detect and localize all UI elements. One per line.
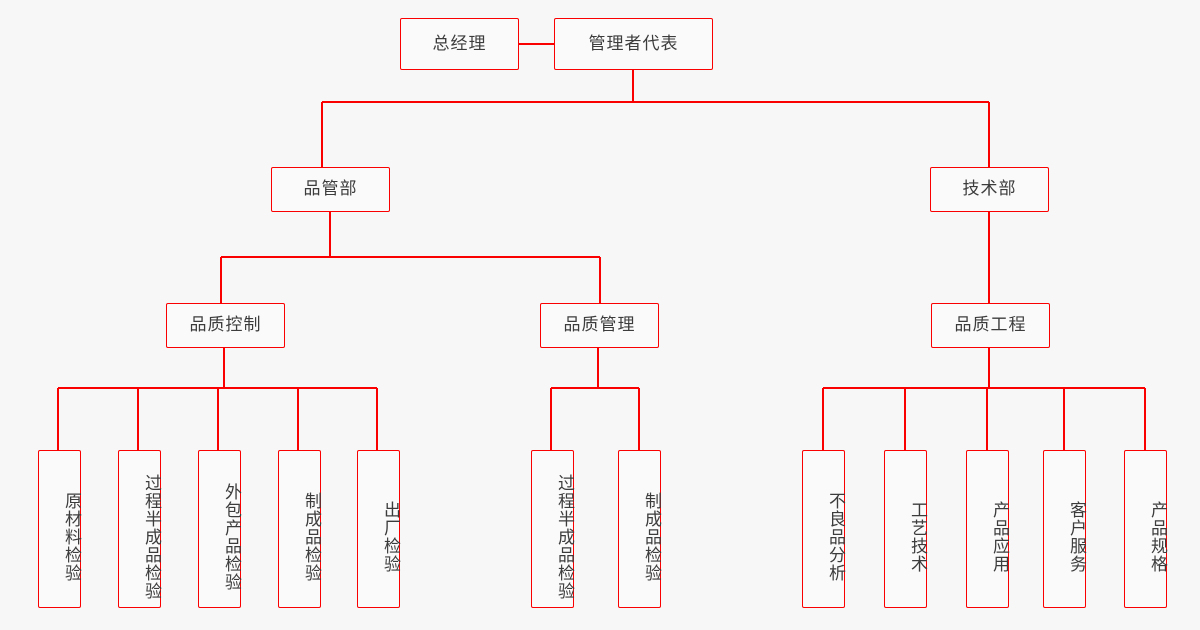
node-quality-control[interactable]: 品质控制 <box>166 303 285 348</box>
leaf-quality-control-0[interactable]: 原材料检验 <box>38 450 81 608</box>
leaf-quality-control-4-label: 出厂检验 <box>380 501 400 573</box>
leaf-quality-management-1-label: 制成品检验 <box>641 492 661 582</box>
node-management-representative[interactable]: 管理者代表 <box>554 18 713 70</box>
leaf-quality-control-2-label: 外包产品检验 <box>221 483 241 591</box>
leaf-quality-control-4[interactable]: 出厂检验 <box>357 450 400 608</box>
node-technical-department[interactable]: 技术部 <box>930 167 1049 212</box>
node-technical-department-label: 技术部 <box>962 179 1017 199</box>
leaf-quality-engineering-4[interactable]: 产品规格 <box>1124 450 1167 608</box>
leaf-quality-engineering-3-label: 客户服务 <box>1066 501 1086 573</box>
node-management-representative-label: 管理者代表 <box>588 33 679 54</box>
node-quality-engineering[interactable]: 品质工程 <box>931 303 1050 348</box>
leaf-quality-control-3[interactable]: 制成品检验 <box>278 450 321 608</box>
node-general-manager-label: 总经理 <box>432 33 487 54</box>
leaf-quality-control-1[interactable]: 过程半成品检验 <box>118 450 161 608</box>
node-quality-management[interactable]: 品质管理 <box>540 303 659 348</box>
leaf-quality-engineering-2[interactable]: 产品应用 <box>966 450 1009 608</box>
node-quality-control-label: 品质控制 <box>189 315 262 335</box>
leaf-quality-control-3-label: 制成品检验 <box>301 492 321 582</box>
leaf-quality-engineering-1[interactable]: 工艺技术 <box>884 450 927 608</box>
leaf-quality-management-1[interactable]: 制成品检验 <box>618 450 661 608</box>
leaf-quality-engineering-2-label: 产品应用 <box>989 501 1009 573</box>
node-quality-control-department-label: 品管部 <box>303 179 358 199</box>
leaf-quality-control-0-label: 原材料检验 <box>61 492 81 582</box>
leaf-quality-control-1-label: 过程半成品检验 <box>141 474 161 600</box>
leaf-quality-management-0[interactable]: 过程半成品检验 <box>531 450 574 608</box>
leaf-quality-management-0-label: 过程半成品检验 <box>554 474 574 600</box>
node-quality-engineering-label: 品质工程 <box>954 315 1027 335</box>
leaf-quality-engineering-0-label: 不良品分析 <box>825 492 845 582</box>
leaf-quality-engineering-3[interactable]: 客户服务 <box>1043 450 1086 608</box>
leaf-quality-engineering-0[interactable]: 不良品分析 <box>802 450 845 608</box>
node-general-manager[interactable]: 总经理 <box>400 18 519 70</box>
node-quality-control-department[interactable]: 品管部 <box>271 167 390 212</box>
leaf-quality-engineering-4-label: 产品规格 <box>1147 501 1167 573</box>
leaf-quality-control-2[interactable]: 外包产品检验 <box>198 450 241 608</box>
leaf-quality-engineering-1-label: 工艺技术 <box>907 501 927 573</box>
node-quality-management-label: 品质管理 <box>563 315 636 335</box>
